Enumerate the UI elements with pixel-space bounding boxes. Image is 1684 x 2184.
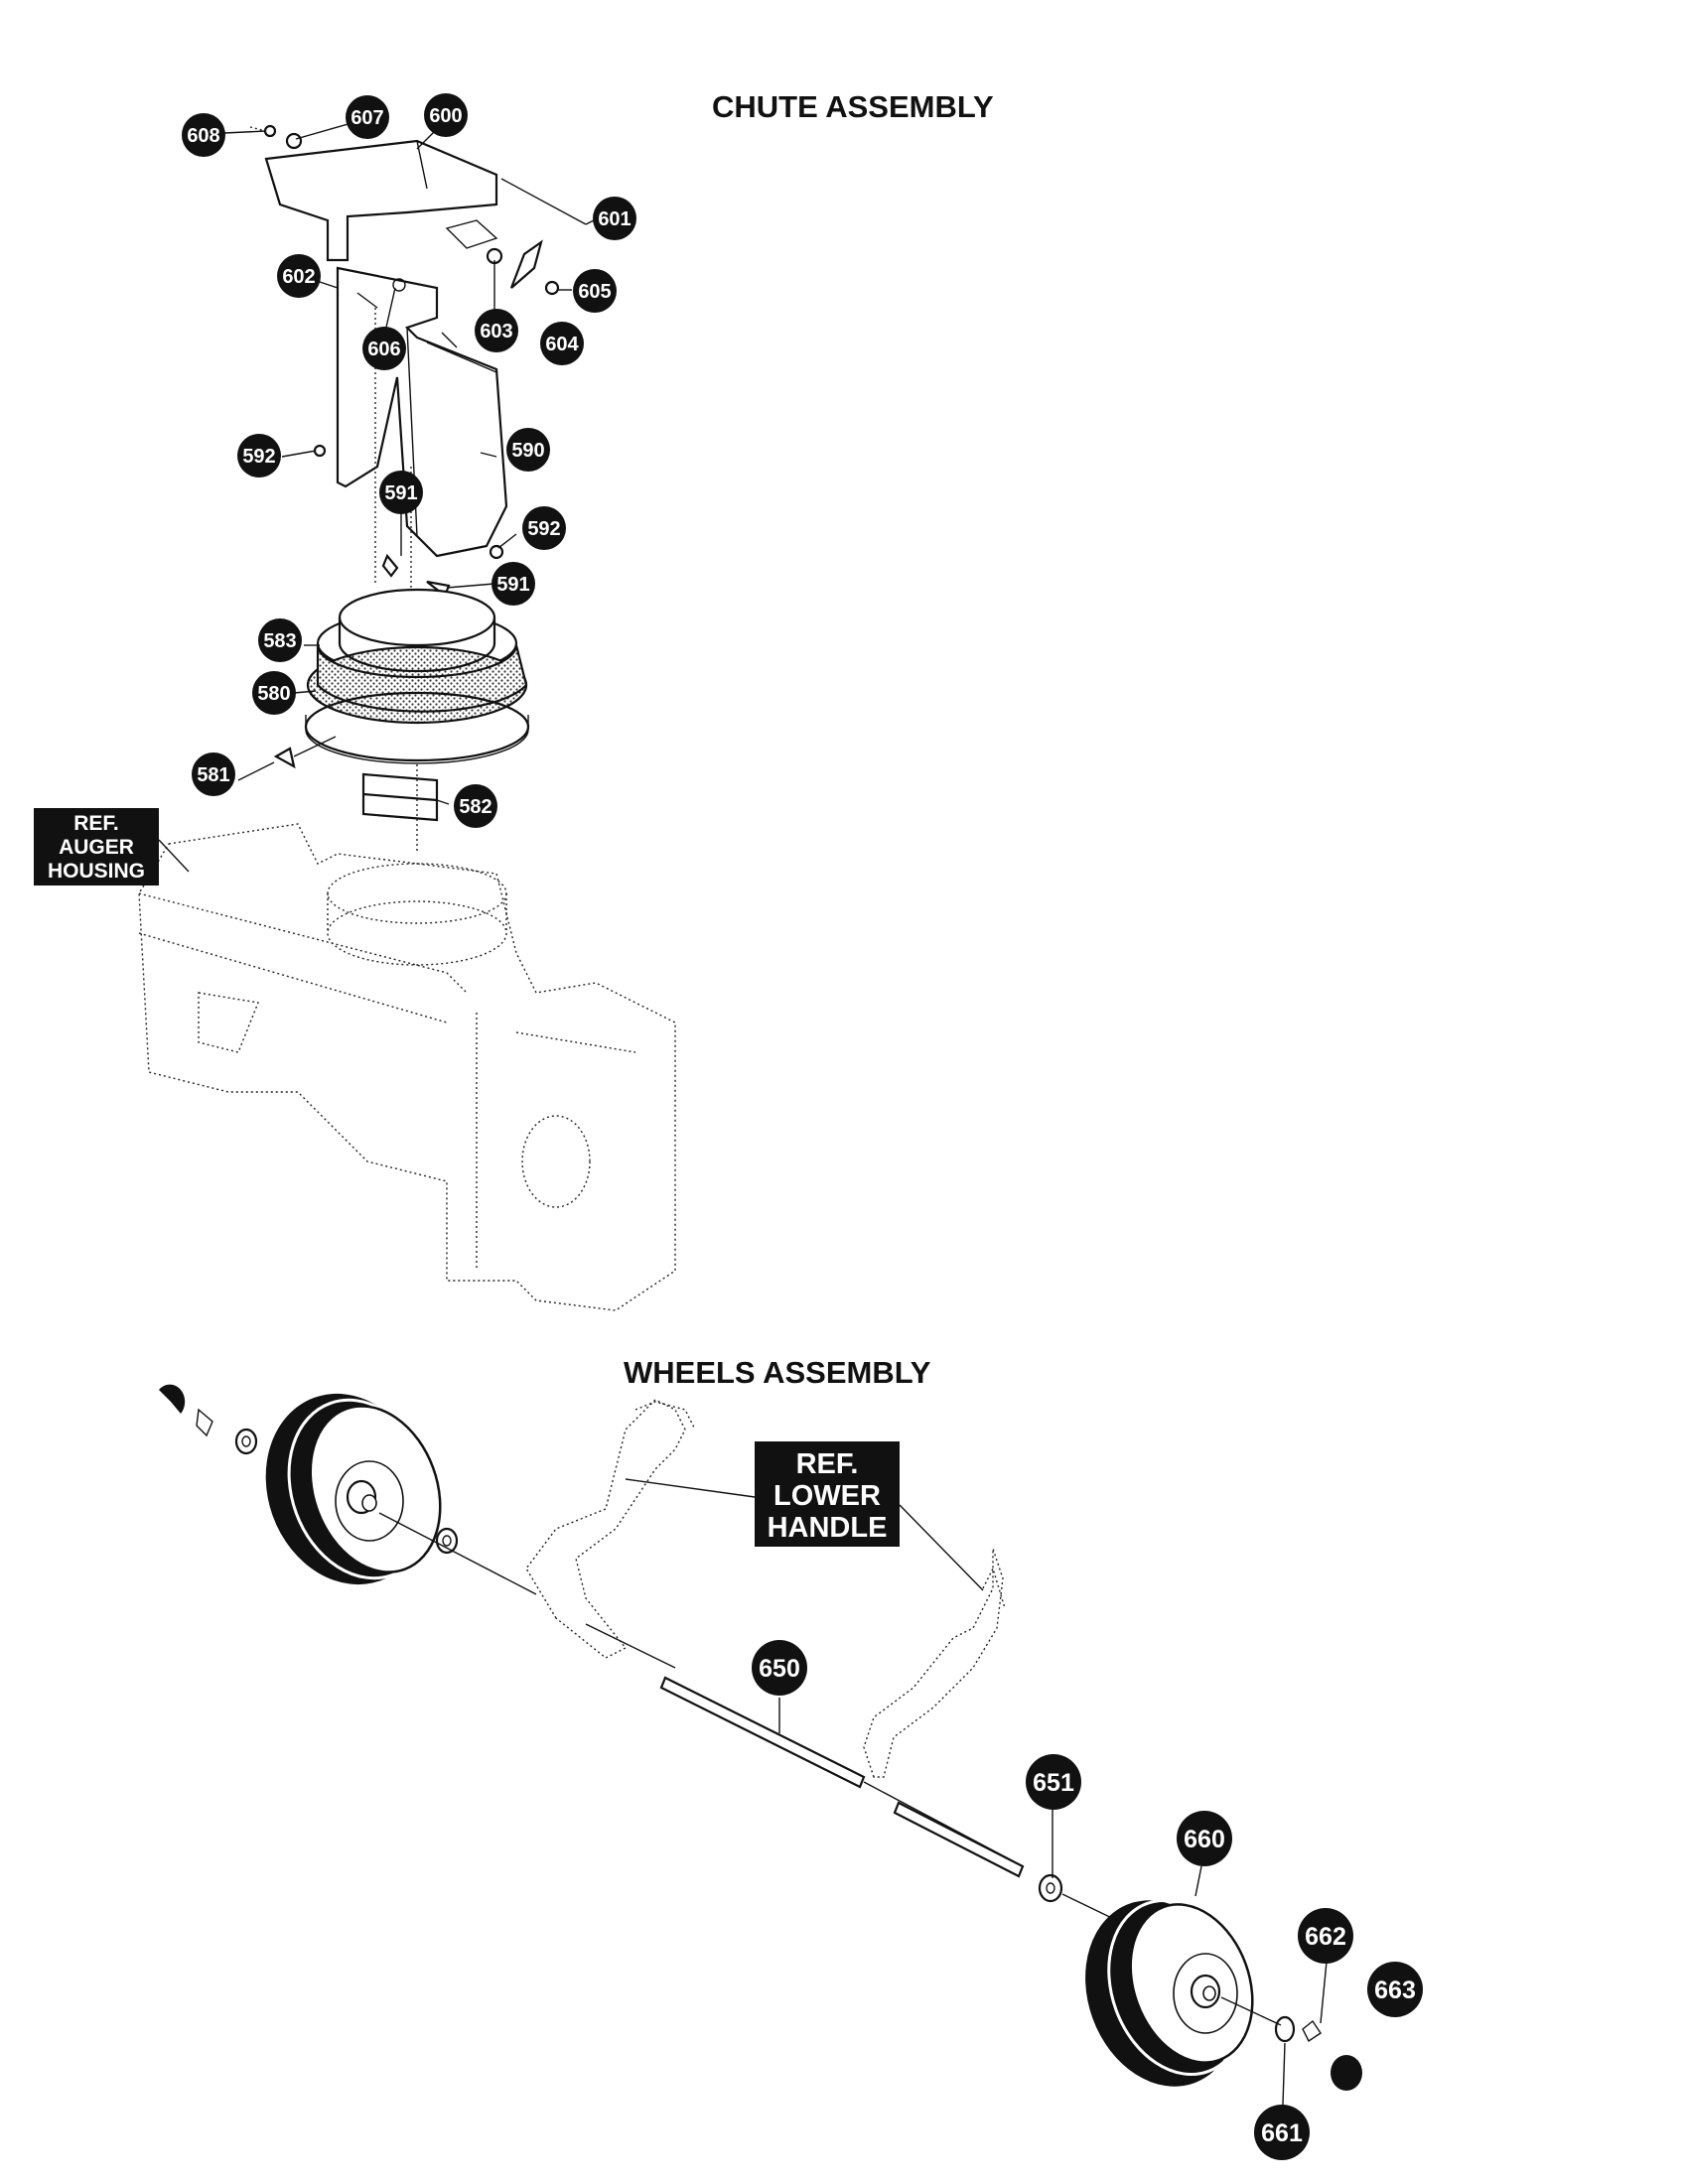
callout-label: 592 <box>527 518 560 540</box>
wheels-assembly-title: WHEELS ASSEMBLY <box>624 1355 931 1390</box>
wheels-callout-661: 661 <box>1254 2105 1310 2160</box>
chute-callout-583: 583 <box>258 618 302 662</box>
wheels-assembly-drawing <box>159 1384 1362 2091</box>
chute-callout-608: 608 <box>182 113 225 157</box>
ref-auger-line-2: AUGER <box>59 836 134 859</box>
chute-callout-604: 604 <box>540 322 584 365</box>
callout-label: 580 <box>257 683 290 705</box>
callout-label: 650 <box>759 1655 800 1683</box>
callout-label: 591 <box>496 574 529 596</box>
ref-handle-line-3: HANDLE <box>768 1512 888 1544</box>
chute-assembly-title: CHUTE ASSEMBLY <box>712 89 994 124</box>
wheels-leader-lines <box>778 1698 1328 2106</box>
ref-auger-line-3: HOUSING <box>48 860 145 883</box>
chute-callout-581: 581 <box>192 752 235 796</box>
callout-label: 582 <box>459 796 491 818</box>
chute-callout-592-lower: 592 <box>522 506 566 550</box>
wheels-callout-663: 663 <box>1367 1962 1423 2017</box>
chute-callout-592-upper: 592 <box>237 434 281 478</box>
chute-leader-lines <box>223 122 595 805</box>
callout-label: 661 <box>1261 2119 1303 2147</box>
callout-label: 663 <box>1374 1977 1416 2004</box>
callout-label: 602 <box>282 266 315 288</box>
chute-callout-606: 606 <box>362 327 406 370</box>
wheels-callout-650: 650 <box>752 1640 807 1696</box>
chute-callout-601: 601 <box>593 197 636 240</box>
ref-auger-line-1: REF. <box>73 812 119 835</box>
callout-label: 590 <box>511 440 544 462</box>
callout-label: 607 <box>351 107 383 129</box>
right-wheel <box>1085 1898 1254 2087</box>
wheels-callout-651: 651 <box>1026 1754 1081 1810</box>
ref-handle-line-2: LOWER <box>773 1480 881 1512</box>
chute-callout-580: 580 <box>252 671 296 715</box>
callout-label: 604 <box>545 334 579 355</box>
chute-callout-603: 603 <box>475 309 518 352</box>
ref-lower-handle-label: REF. LOWER HANDLE <box>625 1441 984 1591</box>
callout-label: 603 <box>480 321 512 342</box>
callout-label: 581 <box>197 764 229 786</box>
callout-label: 606 <box>367 339 400 360</box>
chute-callout-591-lower: 591 <box>491 562 535 606</box>
ref-auger-housing-label: REF. AUGER HOUSING <box>34 808 190 886</box>
wheels-callout-662: 662 <box>1298 1908 1353 1964</box>
chute-callout-605: 605 <box>573 269 617 313</box>
chute-callout-582: 582 <box>454 784 497 828</box>
wheels-callout-660: 660 <box>1177 1811 1232 1866</box>
chute-callout-590: 590 <box>506 428 550 472</box>
callout-label: 605 <box>578 281 611 303</box>
callout-label: 583 <box>263 630 296 652</box>
ref-handle-line-1: REF. <box>796 1448 859 1480</box>
chute-callout-602: 602 <box>277 254 321 298</box>
chute-callout-607: 607 <box>346 95 389 139</box>
chute-assembly-drawing <box>138 124 676 1311</box>
callout-label: 592 <box>242 446 275 468</box>
callout-label: 600 <box>429 105 462 127</box>
callout-label: 608 <box>187 125 219 147</box>
callout-label: 662 <box>1305 1923 1346 1951</box>
callout-label: 591 <box>384 482 417 504</box>
callout-label: 660 <box>1184 1826 1225 1853</box>
callout-label: 651 <box>1033 1769 1074 1797</box>
chute-callout-600: 600 <box>424 93 468 137</box>
callout-label: 601 <box>598 208 631 230</box>
left-wheel <box>265 1393 442 1585</box>
chute-callout-591-upper: 591 <box>379 471 423 514</box>
